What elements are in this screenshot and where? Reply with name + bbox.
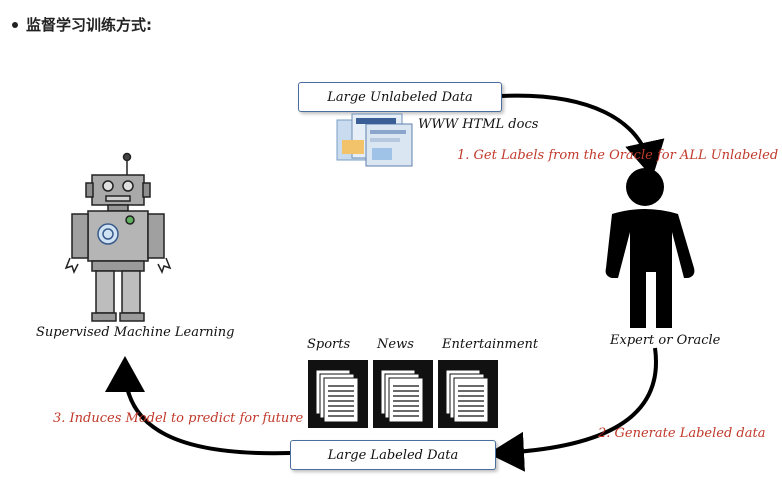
labeled-data-box: Large Labeled Data: [290, 440, 496, 470]
section-heading: 监督学习训练方式:: [12, 14, 152, 35]
news-docs-icon: [373, 360, 433, 428]
arrow-to-oracle: [499, 93, 665, 178]
sports-docs-icon: [308, 360, 368, 428]
category-news-label: News: [377, 337, 414, 352]
arrow-to-labeled: [488, 347, 659, 472]
step2-label: 2. Generate Labeled data: [598, 426, 766, 441]
machine-learning-label: Supervised Machine Learning: [36, 325, 235, 340]
category-sports-label: Sports: [307, 337, 351, 352]
entertainment-docs-icon: [438, 360, 498, 428]
www-docs-label: WWW HTML docs: [418, 117, 539, 132]
arrow-to-machine: [105, 356, 291, 456]
labeled-data-label: Large Labeled Data: [327, 447, 459, 463]
unlabeled-data-label: Large Unlabeled Data: [327, 89, 473, 105]
unlabeled-data-box: Large Unlabeled Data: [298, 82, 502, 112]
step3-label: 3. Induces Model to predict for future: [53, 411, 304, 426]
heading-text: 监督学习训练方式:: [26, 16, 152, 34]
category-entertainment-label: Entertainment: [442, 337, 539, 352]
bullet-icon: [12, 21, 18, 28]
step1-label: 1. Get Labels from the Oracle for ALL Un…: [457, 148, 779, 163]
expert-label: Expert or Oracle: [610, 333, 721, 348]
